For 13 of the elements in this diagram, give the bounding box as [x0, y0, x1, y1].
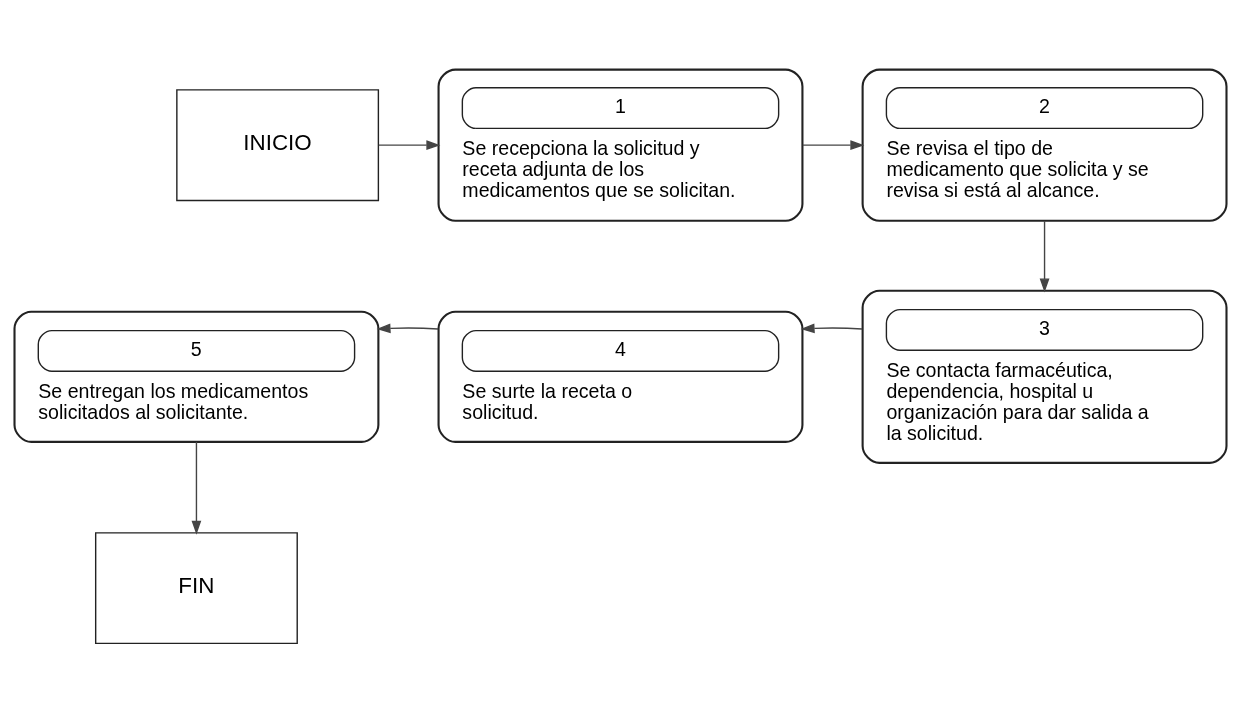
arrow: [802, 140, 865, 151]
node-box: 5 Se entregan los medicamentos solicitados al solicitante.: [13, 310, 380, 443]
arrow: [378, 140, 441, 151]
node-box: FIN: [95, 532, 298, 645]
node-box: 1 Se recepciona la solicitud y receta adjunta de los medicamentos que se solicitan.: [437, 68, 804, 222]
node-box: 2 Se revisa el tipo de medicamento que solicita y se revisa si está al alcance.: [861, 68, 1228, 222]
arrow: [191, 441, 202, 535]
node-box: INICIO: [176, 89, 380, 202]
arrow: [800, 323, 863, 334]
arrow: [1039, 220, 1050, 293]
node-box: 3 Se contacta farmacéutica, dependencia, hospital u organización para dar salida a la solicitud.: [861, 289, 1228, 464]
node-box: 4 Se surte la receta o solicitud.: [437, 310, 804, 443]
arrow: [376, 323, 439, 334]
